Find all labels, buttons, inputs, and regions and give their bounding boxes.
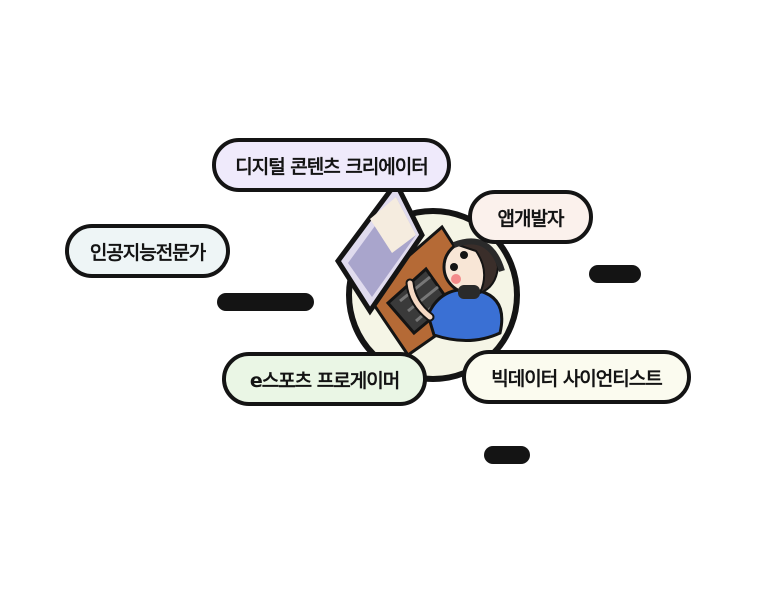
decor-bar xyxy=(484,446,530,464)
decor-bar xyxy=(217,293,314,311)
decor-bar xyxy=(589,265,641,283)
gamer-at-computer-icon xyxy=(334,178,520,382)
tag-digital-content-creator: 디지털 콘텐츠 크리에이터 xyxy=(212,138,451,192)
tag-esports-pro-gamer: e스포츠 프로게이머 xyxy=(222,352,427,406)
tag-big-data-scientist: 빅데이터 사이언티스트 xyxy=(462,350,691,404)
tag-app-developer: 앱개발자 xyxy=(468,190,593,244)
tag-ai-specialist: 인공지능전문가 xyxy=(65,224,230,278)
